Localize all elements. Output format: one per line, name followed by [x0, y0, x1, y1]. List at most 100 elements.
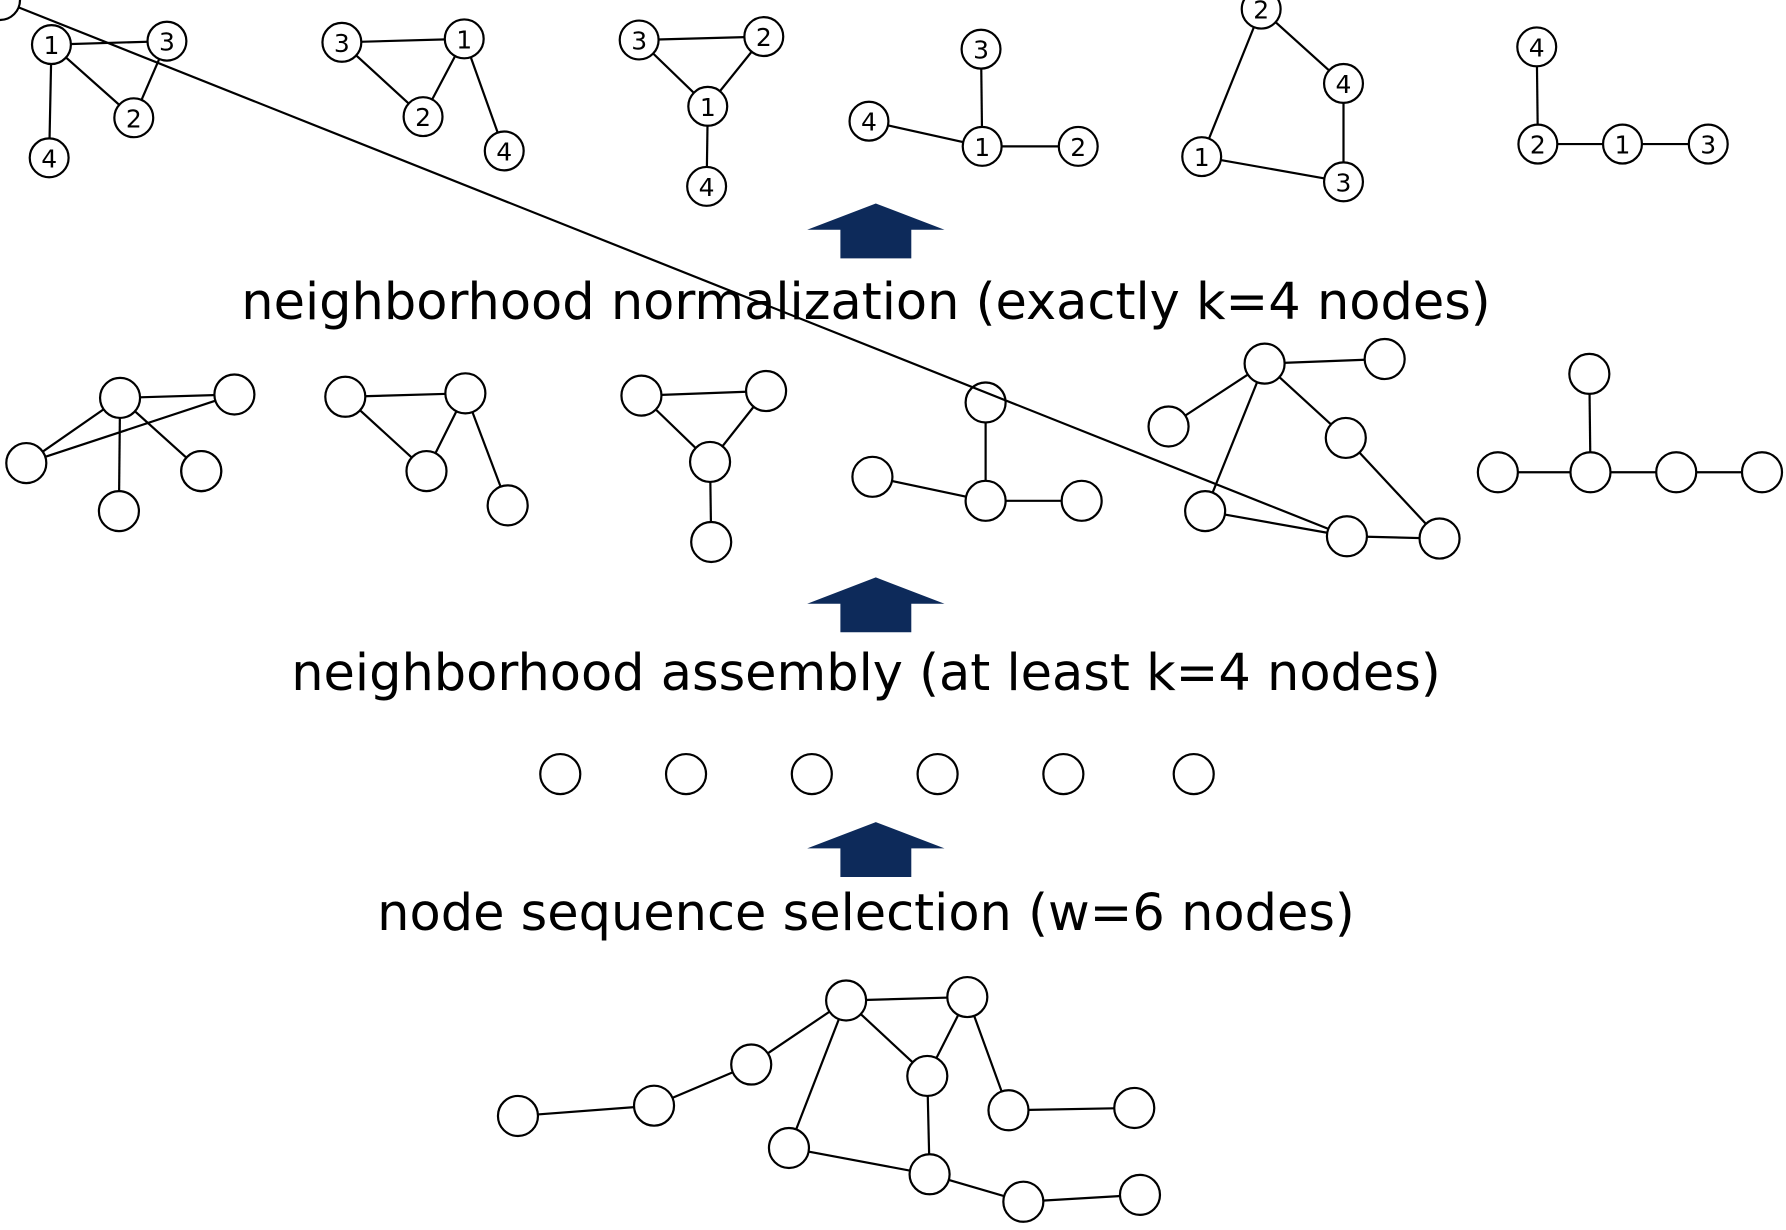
assembled-graph-4-node-0-circle — [964, 381, 1007, 424]
normalized-graph-4-node-0: 3 — [960, 28, 1002, 70]
assembled-graph-5-node-1 — [1363, 337, 1406, 381]
normalized-graph-5-node-3: 3 — [1322, 161, 1365, 203]
normalized-graph-1-node-3-label: 4 — [41, 144, 57, 173]
normalized-graph-2-node-2: 2 — [402, 96, 444, 138]
normalized-graph-6-node-3-label: 3 — [1700, 131, 1716, 160]
assembled-graph-6-node-0-circle — [1568, 352, 1611, 396]
normalized-graph-5-node-1: 4 — [1322, 62, 1365, 105]
input-graph-node-1 — [632, 1084, 676, 1127]
normalized-graph-1-node-3-circle — [28, 137, 70, 179]
assembled-graph-2-node-0-circle — [324, 375, 367, 418]
normalized-graph-3-node-0-circle — [618, 19, 660, 61]
normalized-graph-5-node-3-circle — [1322, 161, 1365, 203]
input-graph-node-4 — [946, 975, 989, 1019]
assembled-graph-2-node-0 — [324, 375, 367, 418]
normalized-graph-1-node-0-circle — [30, 24, 72, 66]
input-graph-node-9-circle — [1118, 1173, 1162, 1216]
normalized-graph-1-node-2-label: 2 — [126, 104, 142, 133]
assembled-graph-3-node-1-circle — [744, 369, 788, 413]
normalized-graph-5-node-0: 2 — [1240, 0, 1282, 30]
assembled-graph-2-node-2 — [405, 449, 448, 493]
normalized-graph-4-node-2-label: 1 — [974, 133, 990, 162]
normalized-graph-3-node-1-label: 2 — [756, 23, 772, 52]
normalized-graph-5-node-1-circle — [1322, 62, 1365, 105]
normalized-graph-3-node-2-label: 1 — [700, 93, 716, 122]
assembled-graph-6-node-0 — [1568, 352, 1611, 396]
normalized-graph-4-node-0-circle — [960, 28, 1002, 70]
input-graph-edge-0 — [517, 1104, 655, 1118]
normalized-graph-3-node-1-circle — [743, 16, 785, 58]
assembled-graph-5-node-6-circle — [1418, 517, 1461, 560]
assembled-neighborhoods — [0, 0, 1784, 564]
input-graph-node-7-circle — [908, 1153, 951, 1196]
assembled-graph-5-node-2 — [1147, 405, 1190, 448]
selected-node-3-circle — [790, 752, 833, 796]
up-arrow-selection — [807, 822, 945, 877]
input-graph-node-9 — [1118, 1173, 1162, 1216]
assembled-graph-1-node-5-circle — [180, 449, 223, 493]
normalized-graph-2-node-0-circle — [321, 21, 363, 63]
input-graph-node-7 — [908, 1153, 951, 1196]
assembled-graph-3-node-0 — [620, 374, 663, 417]
input-graph-node-5-circle — [906, 1054, 949, 1098]
normalized-graph-6-node-2: 1 — [1601, 123, 1644, 165]
normalized-graph-4-node-3-circle — [1057, 125, 1099, 167]
normalized-graph-2-node-1-circle — [443, 18, 485, 60]
normalized-graph-4-node-2-circle — [961, 125, 1003, 167]
normalized-graph-5-node-2-label: 1 — [1194, 143, 1210, 172]
normalized-graph-5-node-1-label: 4 — [1336, 70, 1352, 99]
normalized-graph-4-node-0-label: 3 — [973, 36, 989, 65]
normalized-graph-1-node-2-circle — [113, 97, 155, 139]
normalized-graph-4-node-1-label: 4 — [861, 108, 877, 137]
normalized-graph-3-node-3-circle — [686, 165, 728, 207]
normalized-graph-6-node-2-circle — [1601, 123, 1644, 165]
normalized-graph-2-node-0-label: 3 — [334, 29, 350, 58]
input-graph-node-3-circle — [825, 979, 868, 1022]
input-graph-node-2 — [730, 1043, 773, 1086]
assembled-graph-5-node-0 — [1243, 342, 1286, 385]
normalized-graph-2-node-0: 3 — [321, 21, 363, 63]
normalized-graph-1-node-2: 2 — [113, 97, 155, 139]
input-graph-node-10 — [987, 1089, 1030, 1132]
assembled-graph-5-node-3-circle — [1324, 416, 1367, 460]
assembled-graph-1 — [5, 373, 256, 533]
normalized-graph-5-node-0-circle — [1240, 0, 1282, 30]
assembled-graph-1-node-3 — [97, 489, 141, 533]
selected-node-5-circle — [1042, 752, 1085, 796]
selected-node-6 — [1172, 752, 1215, 796]
assembled-graph-3-node-1 — [744, 369, 788, 413]
assembled-graph-6-node-2 — [1569, 451, 1612, 494]
assembled-graph-5-node-6 — [1418, 517, 1461, 560]
assembled-graph-2-node-1-circle — [444, 372, 487, 415]
normalized-graph-6-node-2-label: 1 — [1615, 131, 1631, 160]
input-graph-node-3 — [825, 979, 868, 1022]
normalized-graph-4-node-1: 4 — [848, 100, 890, 142]
normalized-graph-6-node-0-circle — [1516, 26, 1558, 68]
assembled-graph-3 — [620, 369, 788, 564]
input-graph-node-11-circle — [1113, 1086, 1156, 1130]
assembled-graph-1-node-0-circle — [98, 376, 142, 420]
input-graph-node-10-circle — [987, 1089, 1030, 1132]
assembled-graph-5-node-5-circle — [1325, 515, 1369, 558]
normalized-graph-1-node-1: 3 — [146, 20, 188, 62]
normalized-graph-5-node-2-circle — [1181, 136, 1223, 178]
selected-node-2-circle — [664, 752, 708, 796]
input-graph-node-6-circle — [767, 1126, 811, 1170]
assembled-graph-5-node-2-circle — [1147, 405, 1190, 448]
normalized-graph-2-node-3: 4 — [483, 130, 525, 172]
selection-label: node sequence selection (w=6 nodes) — [377, 884, 1355, 943]
normalized-graph-3-node-2: 1 — [687, 85, 729, 127]
selected-node-5 — [1042, 752, 1085, 796]
assembled-graph-1-node-2-circle — [5, 441, 48, 485]
assembled-graph-3-node-3 — [690, 520, 733, 564]
assembled-graph-2-node-3-circle — [486, 484, 529, 527]
assembled-graph-4-node-2 — [964, 479, 1007, 522]
assembled-graph-4-node-1-circle — [851, 455, 894, 498]
input-graph-node-1-circle — [632, 1084, 676, 1127]
normalized-graph-1-node-1-circle — [146, 20, 188, 62]
normalized-graph-6-node-1: 2 — [1517, 123, 1559, 165]
